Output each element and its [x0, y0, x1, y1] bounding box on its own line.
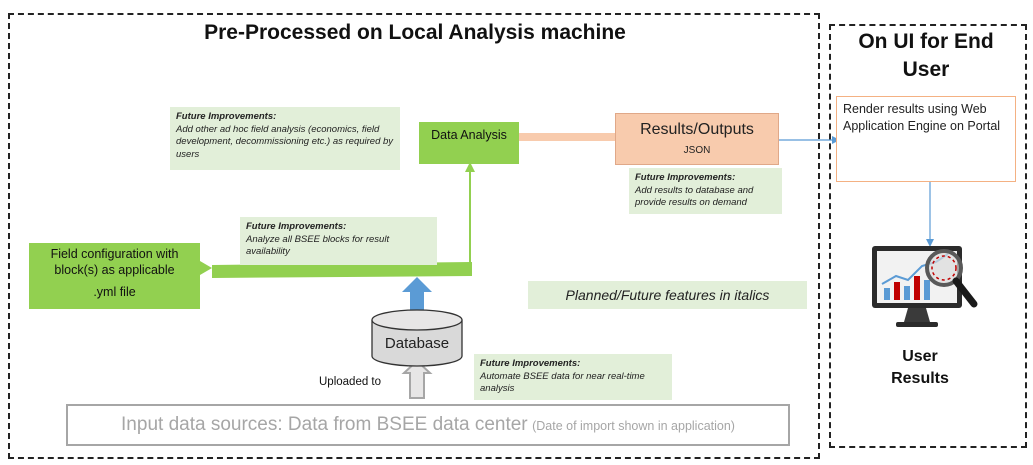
render-user-head	[926, 239, 934, 247]
to-analysis-arrowhead	[465, 162, 475, 172]
data-analysis-label: Data Analysis	[431, 128, 507, 142]
future-note-bsee: Future Improvements: Automate BSEE data …	[474, 354, 672, 400]
local-analysis-panel	[8, 13, 820, 459]
user-results-label: User Results	[860, 346, 980, 390]
field-config-wedge	[212, 262, 472, 278]
planned-text: Planned/Future features in italics	[565, 287, 770, 303]
user-results-line2: Results	[891, 370, 949, 387]
future-note-analysis: Future Improvements: Add other ad hoc fi…	[170, 107, 400, 170]
future-note-bsee-body: Automate BSEE data for near real-time an…	[480, 370, 645, 395]
render-text: Render results using Web Application Eng…	[843, 102, 1001, 133]
future-note-blocks: Future Improvements: Analyze all BSEE bl…	[240, 217, 437, 265]
db-up-arrow-head	[402, 277, 432, 292]
analysis-results-connector	[519, 133, 615, 141]
future-note-bsee-head: Future Improvements:	[480, 358, 581, 369]
results-box: Results/Outputs JSON	[615, 113, 779, 165]
future-note-blocks-head: Future Improvements:	[246, 221, 347, 232]
end-user-title: On UI for End User	[858, 30, 994, 81]
field-config-box: Field configuration with block(s) as app…	[29, 243, 200, 309]
data-analysis-box: Data Analysis	[419, 122, 519, 164]
user-results-line1: User	[902, 348, 938, 365]
future-note-analysis-body: Add other ad hoc field analysis (economi…	[176, 123, 394, 160]
planned-note: Planned/Future features in italics	[528, 281, 807, 309]
future-note-results: Future Improvements: Add results to data…	[629, 168, 782, 214]
input-sources-box: Input data sources: Data from BSEE data …	[66, 404, 790, 446]
database-cylinder: Database	[370, 308, 464, 368]
user-results-graphic	[870, 242, 980, 338]
future-note-analysis-head: Future Improvements:	[176, 111, 277, 122]
future-note-results-body: Add results to database and provide resu…	[635, 184, 754, 209]
input-sources-small: (Date of import shown in application)	[532, 419, 735, 433]
local-analysis-title: Pre-Processed on Local Analysis machine	[204, 21, 626, 44]
results-title: Results/Outputs	[640, 121, 754, 138]
results-sub: JSON	[683, 145, 711, 156]
monitor-chart-magnifier-icon	[872, 246, 978, 327]
input-sources-main: Input data sources: Data from BSEE data …	[121, 414, 528, 435]
database-cylinder-icon	[371, 309, 463, 367]
database-label: Database	[384, 335, 450, 352]
field-config-arrow	[200, 261, 212, 275]
end-user-panel	[829, 24, 1027, 448]
field-config-line2: .yml file	[93, 285, 136, 299]
render-box: Render results using Web Application Eng…	[836, 96, 1016, 182]
future-note-results-head: Future Improvements:	[635, 172, 736, 183]
uploaded-label: Uploaded to	[319, 376, 382, 388]
field-config-line1: Field configuration with block(s) as app…	[50, 247, 179, 277]
future-note-blocks-body: Analyze all BSEE blocks for result avail…	[246, 233, 390, 258]
db-up-arrow-shaft	[410, 290, 424, 312]
